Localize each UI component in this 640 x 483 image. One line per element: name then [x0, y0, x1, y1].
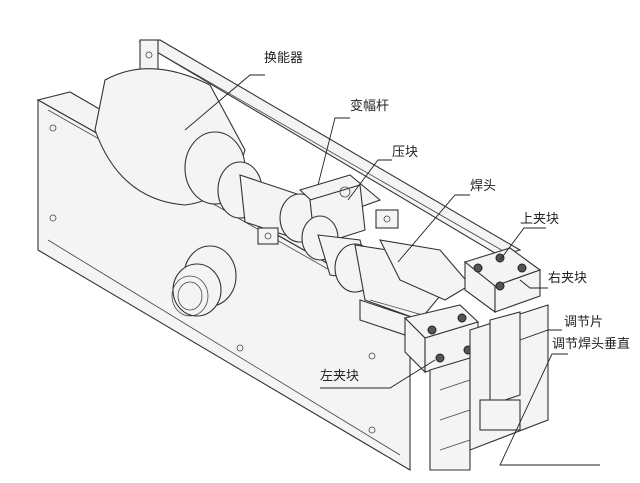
front-knob [171, 245, 237, 317]
label-booster: 变幅杆 [350, 99, 390, 114]
back-rail [138, 39, 522, 257]
label-upper-clamp: 上夹块 [520, 212, 560, 227]
label-weld-head: 焊头 [470, 179, 497, 194]
transducer-body [94, 68, 321, 243]
label-adjust-vertical: 调节焊头垂直 [552, 337, 631, 352]
label-transducer: 换能器 [264, 51, 304, 66]
right-frame [429, 304, 549, 471]
upper-clamp-block [463, 247, 542, 314]
label-adjust-plate: 调节片 [564, 315, 604, 330]
label-press-block: 压块 [392, 145, 419, 160]
leader-lines [184, 74, 600, 466]
label-left-clamp: 左夹块 [320, 369, 360, 384]
label-right-clamp: 右夹块 [548, 271, 588, 286]
